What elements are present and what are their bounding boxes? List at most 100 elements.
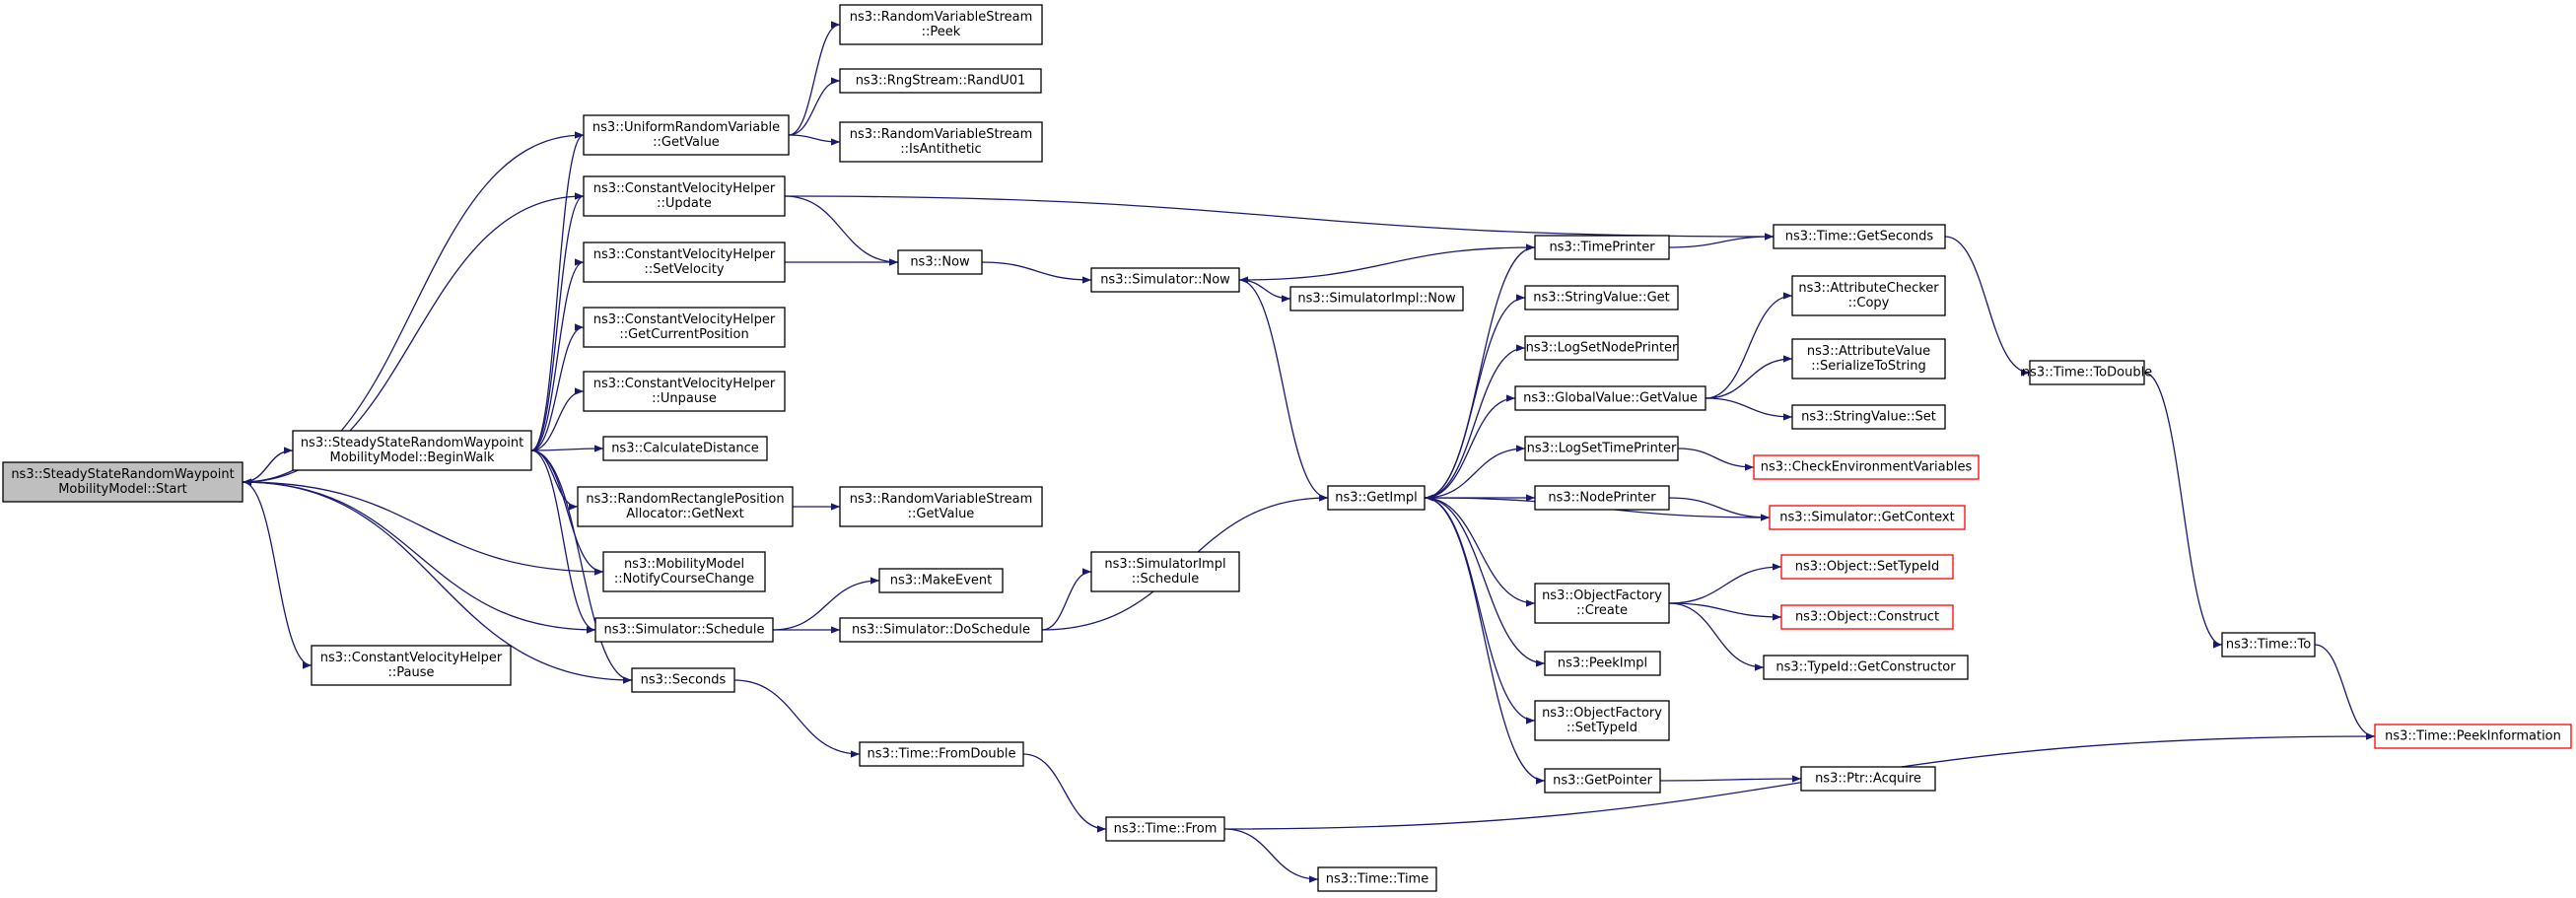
edge-getimpl-to-logsettimeprinter <box>1424 445 1526 499</box>
node-label: ns3::RngStream::RandU01 <box>856 74 1026 89</box>
node-time-fromdouble[interactable]: ns3::Time::FromDouble <box>859 741 1024 767</box>
edge-urv-getvalue-to-rng-randu01 <box>788 77 841 136</box>
node-beginwalk[interactable]: ns3::SteadyStateRandomWaypointMobilityMo… <box>292 430 532 471</box>
edge-path <box>1424 294 1526 499</box>
edge-start-to-urv-getvalue <box>242 131 585 483</box>
node-time-to[interactable]: ns3::Time::To <box>2221 632 2316 657</box>
node-label: ns3::StringValue::Get <box>1533 291 1669 306</box>
node-obj-settypeid[interactable]: ns3::Object::SetTypeId <box>1780 554 1954 580</box>
node-simimpl-schedule[interactable]: ns3::SimulatorImpl::Schedule <box>1090 551 1240 592</box>
node-label: ns3::SimulatorImpl <box>1104 557 1225 572</box>
node-time-from[interactable]: ns3::Time::From <box>1105 816 1225 842</box>
edge-path <box>242 481 604 576</box>
edge-path <box>530 449 633 684</box>
edge-start-to-seconds <box>242 481 633 684</box>
node-typeid-getconstructor[interactable]: ns3::TypeId::GetConstructor <box>1763 655 1969 680</box>
node-now[interactable]: ns3::Now <box>897 249 983 275</box>
node-cvh-setvelocity[interactable]: ns3::ConstantVelocityHelper::SetVelocity <box>583 242 786 283</box>
node-peekimpl[interactable]: ns3::PeekImpl <box>1544 651 1661 676</box>
node-box <box>1289 286 1464 311</box>
node-getpointer[interactable]: ns3::GetPointer <box>1544 768 1661 794</box>
node-label: ::Pause <box>388 665 435 680</box>
node-rvs-peek[interactable]: ns3::RandomVariableStream::Peek <box>839 4 1043 45</box>
edge-getimpl-to-timeprinter <box>1424 243 1536 499</box>
node-time-time[interactable]: ns3::Time::Time <box>1317 866 1437 892</box>
node-simimpl-now[interactable]: ns3::SimulatorImpl::Now <box>1289 286 1464 311</box>
edge-beginwalk-to-sim-schedule <box>530 449 596 634</box>
node-objfactory-create[interactable]: ns3::ObjectFactory::Create <box>1534 583 1670 624</box>
node-checkenv[interactable]: ns3::CheckEnvironmentVariables <box>1753 454 1980 480</box>
edge-beginwalk-to-cvh-getcurrentposition <box>530 323 585 451</box>
node-calcdistance[interactable]: ns3::CalculateDistance <box>602 436 768 461</box>
node-sim-doschedule[interactable]: ns3::Simulator::DoSchedule <box>839 617 1043 643</box>
node-pause[interactable]: ns3::ConstantVelocityHelper::Pause <box>311 645 512 686</box>
node-box <box>602 436 768 461</box>
edge-globalvalue-getvalue-to-attrchecker-copy <box>1705 292 1793 399</box>
node-box <box>2029 360 2145 385</box>
edge-path <box>772 577 880 631</box>
node-rvs-isantithetic[interactable]: ns3::RandomVariableStream::IsAntithetic <box>839 121 1043 163</box>
node-label: ns3::SteadyStateRandomWaypoint <box>11 467 234 482</box>
edge-beginwalk-to-rrpa-getnext <box>530 449 579 511</box>
node-box <box>1544 651 1661 676</box>
edge-beginwalk-to-cvh-unpause <box>530 387 585 451</box>
edge-urv-getvalue-to-rvs-peek <box>788 21 841 136</box>
node-label: ::SerializeToString <box>1811 359 1925 374</box>
edge-sim-now-to-getimpl <box>1238 279 1329 502</box>
node-logsettimeprinter[interactable]: ns3::LogSetTimePrinter <box>1524 436 1679 461</box>
node-nodeprinter[interactable]: ns3::NodePrinter <box>1534 485 1670 511</box>
node-box <box>583 175 786 217</box>
node-ptr-acquire[interactable]: ns3::Ptr::Acquire <box>1800 766 1936 792</box>
edge-path <box>1223 828 1319 883</box>
node-timeprinter[interactable]: ns3::TimePrinter <box>1534 235 1670 260</box>
node-label: ns3::GetPointer <box>1553 774 1652 789</box>
node-start[interactable]: ns3::SteadyStateRandomWaypointMobilityMo… <box>2 461 244 503</box>
node-label: ::Create <box>1576 603 1628 618</box>
node-time-peekinfo[interactable]: ns3::Time::PeekInformation <box>2374 724 2572 749</box>
node-box <box>1773 224 1946 249</box>
node-objfactory-settypeid[interactable]: ns3::ObjectFactory::SetTypeId <box>1534 700 1670 741</box>
node-label: ns3::RandomRectanglePosition <box>586 492 784 507</box>
node-time-getseconds[interactable]: ns3::Time::GetSeconds <box>1773 224 1946 249</box>
node-rvs-getvalue[interactable]: ns3::RandomVariableStream::GetValue <box>839 486 1043 527</box>
node-seconds[interactable]: ns3::Seconds <box>631 667 735 693</box>
edge-path <box>1424 497 1546 667</box>
node-stringvalue-get[interactable]: ns3::StringValue::Get <box>1524 285 1679 311</box>
node-obj-construct[interactable]: ns3::Object::Construct <box>1780 604 1954 630</box>
edge-nodeprinter-to-sim-getcontext <box>1668 497 1771 521</box>
node-label: ns3::ConstantVelocityHelper <box>593 181 776 196</box>
node-getimpl[interactable]: ns3::GetImpl <box>1327 485 1426 511</box>
node-sim-schedule[interactable]: ns3::Simulator::Schedule <box>594 617 774 643</box>
node-sim-getcontext[interactable]: ns3::Simulator::GetContext <box>1769 505 1966 530</box>
edge-path <box>530 449 596 634</box>
edge-time-from-to-time-time <box>1223 828 1319 883</box>
node-box <box>1090 267 1240 293</box>
node-box <box>1327 485 1426 511</box>
node-cvh-update[interactable]: ns3::ConstantVelocityHelper::Update <box>583 175 786 217</box>
node-attrvalue-serialize[interactable]: ns3::AttributeValue::SerializeToString <box>1791 338 1946 380</box>
node-time-todouble[interactable]: ns3::Time::ToDouble <box>2022 360 2152 385</box>
node-makeevent[interactable]: ns3::MakeEvent <box>878 568 1004 593</box>
edge-layer <box>242 21 2376 883</box>
node-sim-now[interactable]: ns3::Simulator::Now <box>1090 267 1240 293</box>
node-box <box>1791 275 1946 316</box>
node-stringvalue-set[interactable]: ns3::StringValue::Set <box>1791 404 1946 430</box>
node-urv-getvalue[interactable]: ns3::UniformRandomVariable::GetValue <box>583 114 790 156</box>
edge-path <box>530 258 585 451</box>
edge-path <box>530 387 585 451</box>
node-mm-notify[interactable]: ns3::MobilityModel::NotifyCourseChange <box>602 551 766 592</box>
edge-path <box>788 21 841 136</box>
node-label: ns3::AttributeChecker <box>1798 281 1939 296</box>
node-label: ns3::MakeEvent <box>890 574 993 588</box>
node-box <box>1791 338 1946 380</box>
edge-beginwalk-to-seconds <box>530 449 633 684</box>
edge-path <box>1705 355 1793 399</box>
node-box <box>1524 285 1679 311</box>
node-globalvalue-getvalue[interactable]: ns3::GlobalValue::GetValue <box>1514 385 1706 411</box>
node-logsetnodeprinter[interactable]: ns3::LogSetNodePrinter <box>1524 335 1679 361</box>
node-rng-randu01[interactable]: ns3::RngStream::RandU01 <box>839 68 1042 94</box>
node-cvh-getcurrentposition[interactable]: ns3::ConstantVelocityHelper::GetCurrentP… <box>583 307 786 348</box>
node-cvh-unpause[interactable]: ns3::ConstantVelocityHelper::Unpause <box>583 371 786 412</box>
node-attrchecker-copy[interactable]: ns3::AttributeChecker::Copy <box>1791 275 1946 316</box>
node-rrpa-getnext[interactable]: ns3::RandomRectanglePositionAllocator::G… <box>577 486 794 527</box>
